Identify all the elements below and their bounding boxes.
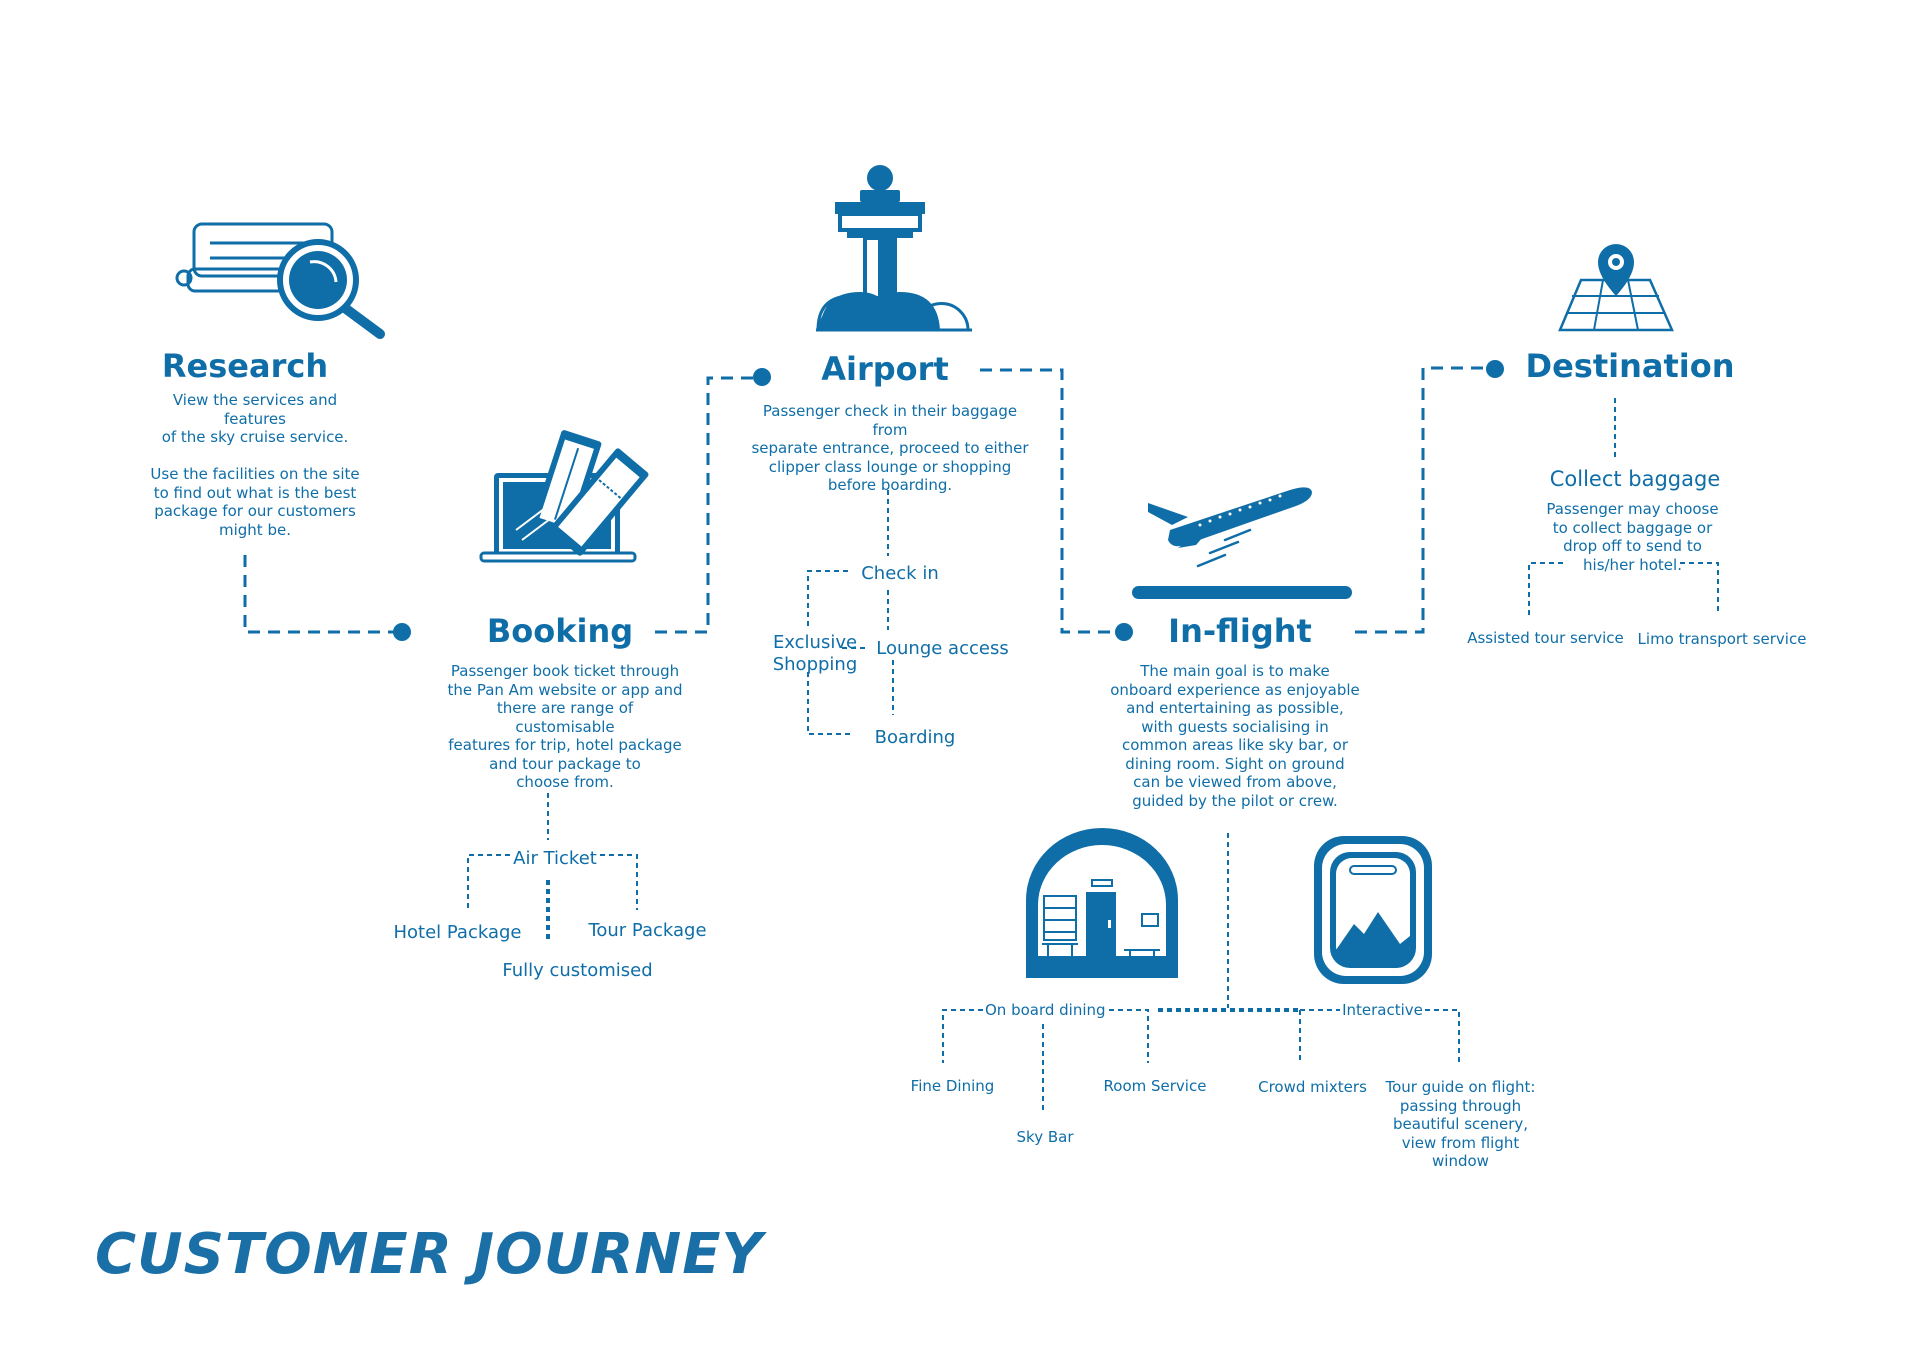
hotel-package-label: Hotel Package xyxy=(393,922,522,943)
exclusive-shopping-label: Exclusive Shopping xyxy=(772,632,858,675)
airplane-takeoff-icon xyxy=(1132,487,1352,599)
check-in-label: Check in xyxy=(861,563,939,584)
page-title: CUSTOMER JOURNEY xyxy=(95,1222,764,1287)
fine-dining-label: Fine Dining xyxy=(910,1077,995,1095)
inflight-title: In-flight xyxy=(1168,612,1312,650)
path-node-booking xyxy=(393,623,411,641)
tour-guide-label: Tour guide on flight: passing through be… xyxy=(1385,1078,1536,1170)
destination-title: Destination xyxy=(1525,347,1735,385)
sub-branch-lines xyxy=(467,398,1719,1114)
magnifier-search-icon xyxy=(175,222,385,339)
control-tower-icon xyxy=(816,165,972,332)
path-node-airport xyxy=(753,368,771,386)
destination-description: Passenger may choose to collect baggage … xyxy=(1546,500,1719,574)
collect-baggage-label: Collect baggage xyxy=(1549,467,1721,491)
fully-customised-label: Fully customised xyxy=(502,960,653,981)
lounge-access-label: Lounge access xyxy=(876,638,1009,659)
limo-transport-label: Limo transport service xyxy=(1637,630,1807,648)
booking-title: Booking xyxy=(486,612,634,650)
path-node-inflight xyxy=(1115,623,1133,641)
booking-description: Passenger book ticket through the Pan Am… xyxy=(447,662,683,791)
airport-title: Airport xyxy=(821,350,949,388)
inflight-description: The main goal is to make onboard experie… xyxy=(1110,662,1360,810)
crowd-mixters-label: Crowd mixters xyxy=(1258,1078,1367,1096)
journey-path xyxy=(243,366,1485,634)
path-nodes xyxy=(393,360,1504,641)
dining-room-icon xyxy=(1026,828,1178,978)
airplane-window-icon xyxy=(1314,836,1432,984)
path-node-destination xyxy=(1486,360,1504,378)
tour-package-label: Tour Package xyxy=(588,920,707,941)
map-pin-icon xyxy=(1558,244,1674,332)
boarding-label: Boarding xyxy=(874,727,956,748)
assisted-tour-label: Assisted tour service xyxy=(1467,629,1624,647)
airport-description: Passenger check in their baggage from se… xyxy=(751,402,1029,494)
on-board-dining-label: On board dining xyxy=(985,1001,1106,1019)
sky-bar-label: Sky Bar xyxy=(1016,1128,1074,1146)
research-description: View the services and features of the sk… xyxy=(150,391,360,539)
research-title: Research xyxy=(161,347,329,385)
interactive-label: Interactive xyxy=(1342,1001,1423,1019)
laptop-ticket-icon xyxy=(479,430,649,563)
room-service-label: Room Service xyxy=(1103,1077,1207,1095)
air-ticket-label: Air Ticket xyxy=(513,848,597,869)
